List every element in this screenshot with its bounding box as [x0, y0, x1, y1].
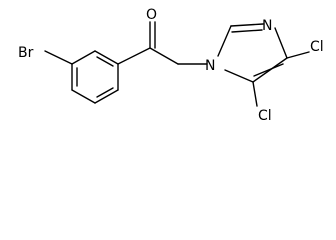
- bond-c5-n1: [224, 69, 254, 83]
- oxygen-label: O: [146, 7, 157, 23]
- imidazole-ring: [217, 23, 288, 83]
- nitrogen-ring-label: N: [262, 18, 272, 34]
- bromine-label: Br: [18, 45, 34, 61]
- bond-c2-n3-b: [231, 29, 263, 33]
- bond-c2-c3: [94, 50, 119, 65]
- bond-c4-c5: [94, 89, 119, 104]
- bond-c4-cl: [286, 51, 310, 59]
- bond-carbonyl-ch2: [149, 47, 179, 65]
- chlorine-lower-label: Cl: [258, 108, 272, 124]
- bond-c5-c6: [71, 89, 96, 104]
- molecule-structure: Br O N N Cl Cl: [18, 7, 324, 124]
- benzene-ring: [71, 50, 119, 104]
- bond-n3-c4: [274, 27, 288, 59]
- bond-c5-cl: [252, 81, 258, 107]
- nitrogen-substituted-label: N: [205, 58, 215, 74]
- bond-c-br: [44, 50, 73, 65]
- double-bond-inner-2: [96, 87, 114, 98]
- structure-canvas: Br O N N Cl Cl: [18, 7, 324, 124]
- bond-ring-carbonyl: [117, 47, 151, 65]
- bond-c1-c2: [71, 50, 96, 65]
- chlorine-upper-label: Cl: [310, 39, 324, 55]
- double-bond-inner-1: [96, 56, 114, 67]
- bond-n1-c2: [217, 25, 232, 57]
- bond-c2-n3-a: [230, 23, 264, 27]
- bond-c4-c5-double: [253, 63, 284, 77]
